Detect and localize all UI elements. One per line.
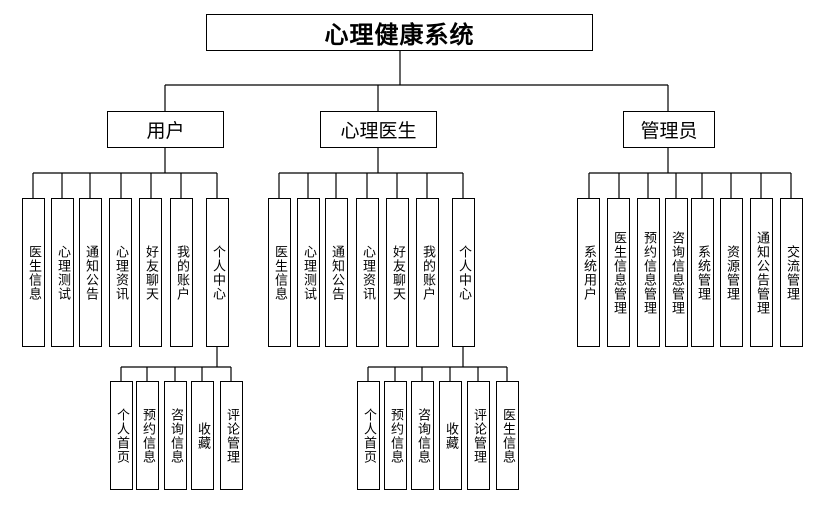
user-item-personal-center: 个人中心 — [206, 198, 229, 347]
root-node: 心理健康系统 — [206, 14, 593, 51]
doctor-center-favorites: 收藏 — [439, 381, 462, 490]
user-center-home: 个人首页 — [110, 381, 133, 490]
doctor-center-appointment: 预约信息 — [384, 381, 407, 490]
admin-item-system-users: 系统用户 — [577, 198, 600, 347]
admin-item-appointment-mgmt: 预约信息管理 — [637, 198, 660, 347]
doctor-center-home: 个人首页 — [357, 381, 380, 490]
doctor-center-doctor-info: 医生信息 — [496, 381, 519, 490]
role-admin: 管理员 — [623, 111, 715, 148]
admin-item-resource-mgmt: 资源管理 — [720, 198, 743, 347]
user-item-chat: 好友聊天 — [139, 198, 162, 347]
admin-item-doctor-info-mgmt: 医生信息管理 — [607, 198, 630, 347]
doctor-item-notice: 通知公告 — [325, 198, 348, 347]
doctor-item-personal-center: 个人中心 — [452, 198, 475, 347]
role-user: 用户 — [107, 111, 224, 148]
admin-item-consult-mgmt: 咨询信息管理 — [665, 198, 688, 347]
doctor-item-chat: 好友聊天 — [386, 198, 409, 347]
doctor-center-comments: 评论管理 — [467, 381, 490, 490]
user-center-favorites: 收藏 — [191, 381, 214, 490]
doctor-item-news: 心理资讯 — [356, 198, 379, 347]
user-center-appointment: 预约信息 — [136, 381, 159, 490]
user-item-doctor-info: 医生信息 — [22, 198, 45, 347]
role-doctor: 心理医生 — [320, 111, 437, 148]
user-item-notice: 通知公告 — [79, 198, 102, 347]
admin-item-exchange-mgmt: 交流管理 — [780, 198, 803, 347]
user-item-account: 我的账户 — [170, 198, 193, 347]
user-item-news: 心理资讯 — [109, 198, 132, 347]
admin-item-system-mgmt: 系统管理 — [691, 198, 714, 347]
user-item-psych-test: 心理测试 — [51, 198, 74, 347]
admin-item-notice-mgmt: 通知公告管理 — [750, 198, 773, 347]
doctor-center-consult: 咨询信息 — [411, 381, 434, 490]
user-center-consult: 咨询信息 — [164, 381, 187, 490]
doctor-item-psych-test: 心理测试 — [297, 198, 320, 347]
doctor-item-account: 我的账户 — [416, 198, 439, 347]
doctor-item-doctor-info: 医生信息 — [268, 198, 291, 347]
user-center-comments: 评论管理 — [220, 381, 243, 490]
